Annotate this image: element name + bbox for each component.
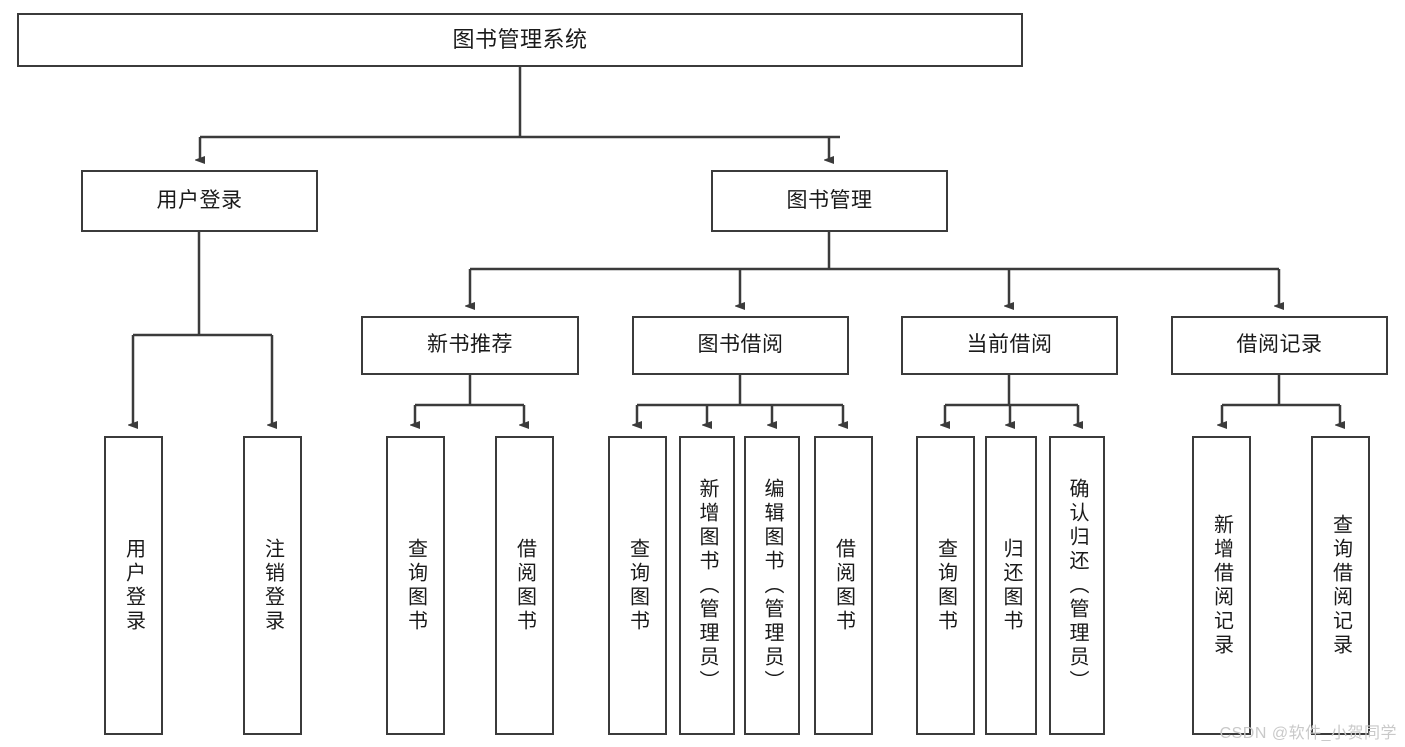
leaf-borrow-query-book[interactable]: 查询图书: [608, 436, 667, 735]
node-borrow-record[interactable]: 借阅记录: [1171, 316, 1388, 375]
leaf-current-query-book[interactable]: 查询图书: [916, 436, 975, 735]
node-label: 借阅记录: [1236, 333, 1323, 357]
node-label: 当前借阅: [966, 333, 1053, 357]
node-label: 用户登录: [156, 188, 243, 212]
leaf-current-return-book[interactable]: 归还图书: [985, 436, 1037, 735]
node-label: 注销登录: [261, 537, 284, 634]
leaf-newbook-borrow-book[interactable]: 借阅图书: [495, 436, 554, 735]
node-label: 图书管理系统: [452, 27, 588, 53]
node-label: 查询借阅记录: [1329, 513, 1352, 658]
node-label: 归还图书: [1000, 537, 1022, 634]
watermark-text: CSDN @软件_小贺同学: [1219, 725, 1397, 742]
node-label: 查询图书: [404, 537, 427, 634]
node-book-management[interactable]: 图书管理: [711, 170, 948, 232]
node-label: 用户登录: [122, 537, 145, 634]
node-label: 新书推荐: [427, 333, 513, 357]
node-label: 借阅图书: [832, 537, 855, 634]
leaf-newbook-query-book[interactable]: 查询图书: [386, 436, 445, 735]
leaf-borrow-borrow-book[interactable]: 借阅图书: [814, 436, 873, 735]
node-current-borrow[interactable]: 当前借阅: [901, 316, 1118, 375]
node-label: 查询图书: [934, 537, 957, 634]
node-label: 图书借阅: [697, 333, 784, 357]
leaf-record-add-record[interactable]: 新增借阅记录: [1192, 436, 1251, 735]
node-label: 图书管理: [786, 188, 873, 212]
leaf-user-login-do[interactable]: 用户登录: [104, 436, 163, 735]
leaf-current-confirm-return-admin[interactable]: 确认归还（管理员）: [1049, 436, 1105, 735]
leaf-user-logout[interactable]: 注销登录: [243, 436, 302, 735]
node-new-book-recommend[interactable]: 新书推荐: [361, 316, 579, 375]
leaf-borrow-edit-book-admin[interactable]: 编辑图书（管理员）: [744, 436, 800, 735]
node-root-system[interactable]: 图书管理系统: [17, 13, 1023, 67]
node-user-login[interactable]: 用户登录: [81, 170, 318, 232]
node-label: 新增借阅记录: [1210, 513, 1233, 658]
leaf-record-query-record[interactable]: 查询借阅记录: [1311, 436, 1370, 735]
node-label: 确认归还（管理员）: [1066, 477, 1088, 694]
node-label: 查询图书: [626, 537, 649, 634]
node-label: 新增图书（管理员）: [696, 477, 718, 694]
leaf-borrow-add-book-admin[interactable]: 新增图书（管理员）: [679, 436, 735, 735]
node-label: 编辑图书（管理员）: [761, 477, 783, 694]
node-book-borrow[interactable]: 图书借阅: [632, 316, 849, 375]
node-label: 借阅图书: [513, 537, 536, 634]
